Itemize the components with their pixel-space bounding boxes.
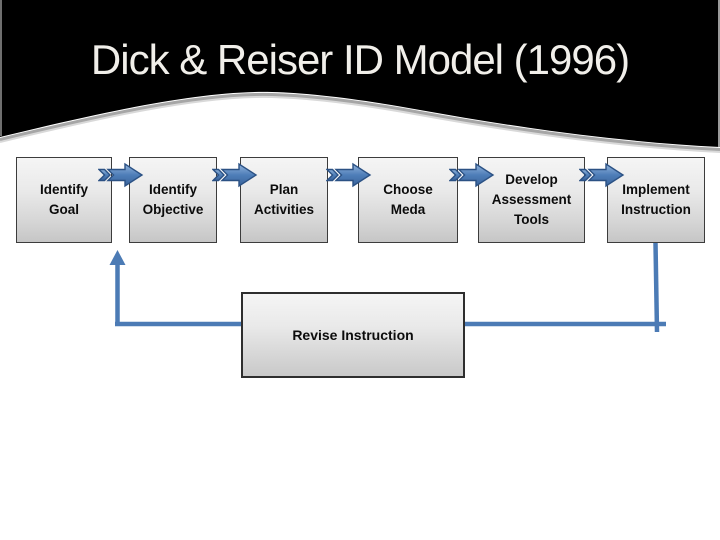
step-box-identify-goal: Identify Goal [16, 157, 112, 243]
step-box-identify-objective: Identify Objective [129, 157, 217, 243]
step-label: Develop Assessment Tools [491, 172, 572, 227]
step-box-plan-activities: Plan Activities [240, 157, 328, 243]
step-box-implement-instruction: Implement Instruction [607, 157, 705, 243]
revise-label: Revise Instruction [292, 327, 414, 343]
step-label: Implement Instruction [621, 182, 691, 217]
header-shape [0, 0, 720, 147]
header-curve-shadow [0, 92, 720, 152]
feedback-line-down [653, 242, 660, 333]
step-label: Identify Goal [39, 182, 88, 217]
step-label: Plan Activities [253, 182, 315, 217]
header-curve-shadow-soft [0, 95, 720, 153]
step-label: Identify Objective [142, 182, 204, 217]
step-label: Choose Meda [383, 182, 433, 217]
step-box-choose-meda: Choose Meda [358, 157, 458, 243]
step-box-develop-assessment-tools: Develop Assessment Tools [478, 157, 585, 243]
header-banner [0, 0, 720, 153]
revise-instruction-box: Revise Instruction [241, 292, 465, 378]
slide-right-edge [718, 0, 720, 147]
slide-left-edge [0, 0, 2, 136]
slide-title: Dick & Reiser ID Model (1996) [90, 36, 630, 83]
up-arrow-icon [109, 250, 126, 265]
